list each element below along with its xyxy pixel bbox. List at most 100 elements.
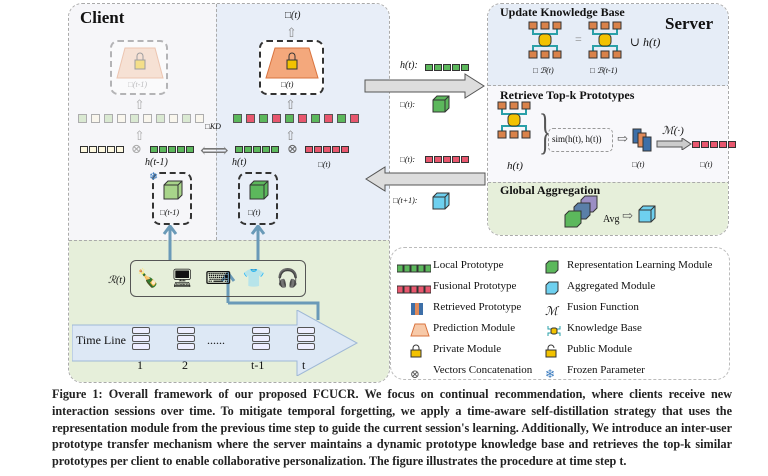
prev-prediction-module: □(t-1) (110, 40, 168, 95)
figure-caption: Figure 1: Overall framework of our propo… (52, 387, 732, 469)
prototype-cell (298, 114, 307, 123)
client-modules-cubes (564, 195, 598, 228)
prototype-cell (159, 146, 167, 153)
prototype-cell (271, 146, 279, 153)
output-label: □(t) (285, 10, 301, 21)
prev-representation-module: ❄ □(t-1) (149, 171, 192, 225)
earbuds-icon: 🎧 (276, 268, 300, 288)
legend-label: Private Module (433, 343, 502, 355)
local-prototype-legend-icon (396, 260, 432, 278)
prototype-cell (311, 114, 320, 123)
prototype-cell (324, 114, 333, 123)
downloaded-fused-prototype (425, 156, 469, 163)
distillation-double-arrow: ⟺ (200, 140, 229, 162)
legend-label: Representation Learning Module (567, 259, 713, 271)
prototype-cell (285, 114, 294, 123)
prev-local-prototype (150, 146, 194, 153)
knowledge-base-icon (588, 21, 622, 59)
legend-label: Public Module (567, 343, 633, 355)
legend-label: Retrieved Prototype (433, 301, 522, 313)
prototype-cell (156, 114, 165, 123)
prototype-cell (272, 114, 281, 123)
prototype-cell (98, 146, 106, 153)
data-flow-arrows (162, 225, 320, 320)
server-fused-prototype (692, 141, 736, 148)
prediction-module-legend-icon (410, 323, 430, 342)
prototype-cell (80, 146, 88, 153)
uploaded-local-prototype (425, 64, 469, 71)
items-label: ℛ(t) (108, 275, 126, 286)
snowflake-icon: ❄ (149, 171, 159, 183)
prototype-cell (104, 114, 113, 123)
prototype-cell (253, 146, 261, 153)
server-title: Server (665, 14, 714, 33)
prototype-cell (130, 114, 139, 123)
knowledge-base-icon (497, 101, 531, 139)
snowflake-icon-legend-icon: ❄ (545, 367, 556, 381)
clothes-icon: 👕 (242, 268, 266, 288)
prototype-cell (461, 64, 469, 71)
legend-label: Frozen Parameter (567, 364, 645, 376)
prototype-cell (186, 146, 194, 153)
session-stack-icon (297, 327, 315, 351)
prototype-cell (235, 146, 243, 153)
computer-icon: 🖥 (170, 268, 194, 288)
fused-prototype (305, 146, 349, 153)
prototype-cell (169, 114, 178, 123)
arrow-up: ⇧ (134, 128, 145, 143)
prototype-cell (692, 141, 700, 148)
current-prediction-module: □(t) (259, 40, 324, 95)
retrieved-prototype-icon (632, 128, 652, 152)
arrow-up-output: ⇧ (286, 25, 297, 40)
prototype-cell (425, 64, 433, 71)
prototype-cell (350, 114, 359, 123)
bottles-icon: 🍾 (136, 268, 160, 288)
session-stack-icon (132, 327, 150, 351)
upload-arrow (364, 73, 485, 99)
knowledge-base-legend-icon (545, 323, 563, 344)
prototype-cell (143, 114, 152, 123)
legend-label: Local Prototype (433, 259, 504, 271)
prototype-cell (177, 146, 185, 153)
green-cube (432, 95, 450, 113)
prototype-cell (701, 141, 709, 148)
arrow-up: ⇧ (285, 97, 296, 112)
fusion-m-legend-icon: ℳ (545, 304, 558, 318)
items-box: 🍾🖥⌨👕🎧 (130, 260, 306, 297)
similarity-box: sim(h(t), h(t)) (548, 128, 613, 152)
timeline-tick: ...... (207, 333, 225, 347)
prototype-cell (116, 146, 124, 153)
prototype-cell (91, 114, 100, 123)
otimes-icon: ⊗ (287, 141, 298, 156)
session-stack-icon (177, 327, 195, 351)
prototype-cell (233, 114, 242, 123)
prototype-cell (425, 156, 433, 163)
retrieved-prototype-legend-icon (410, 302, 424, 321)
prototype-cell (244, 146, 252, 153)
prototype-cell (262, 146, 270, 153)
unlock-icon-legend-icon (545, 344, 557, 363)
timeline-tick: t-1 (251, 358, 265, 372)
legend-label: Fusion Function (567, 301, 639, 313)
prototype-cell (182, 114, 191, 123)
blue-cube-legend-icon (545, 281, 559, 300)
timeline-tick: 2 (182, 358, 188, 372)
prototype-cell (305, 146, 313, 153)
green-cube-legend-icon (545, 260, 559, 279)
prototype-cell (195, 114, 204, 123)
prototype-cell (117, 114, 126, 123)
prototype-cell (341, 146, 349, 153)
timeline-arrow (72, 310, 359, 376)
legend-label: Vectors Concatenation (433, 364, 533, 376)
prev-concat-vector (78, 114, 204, 123)
prototype-cell (314, 146, 322, 153)
legend-label: Prediction Module (433, 322, 516, 334)
prototype-cell (452, 64, 460, 71)
legend-label: Knowledge Base (567, 322, 642, 334)
otimes-icon-legend-icon: ⊗ (410, 367, 421, 381)
download-arrow (365, 166, 486, 192)
client-title: Client (80, 8, 125, 27)
current-concat-vector (233, 114, 359, 123)
prototype-cell (168, 146, 176, 153)
prototype-cell (246, 114, 255, 123)
